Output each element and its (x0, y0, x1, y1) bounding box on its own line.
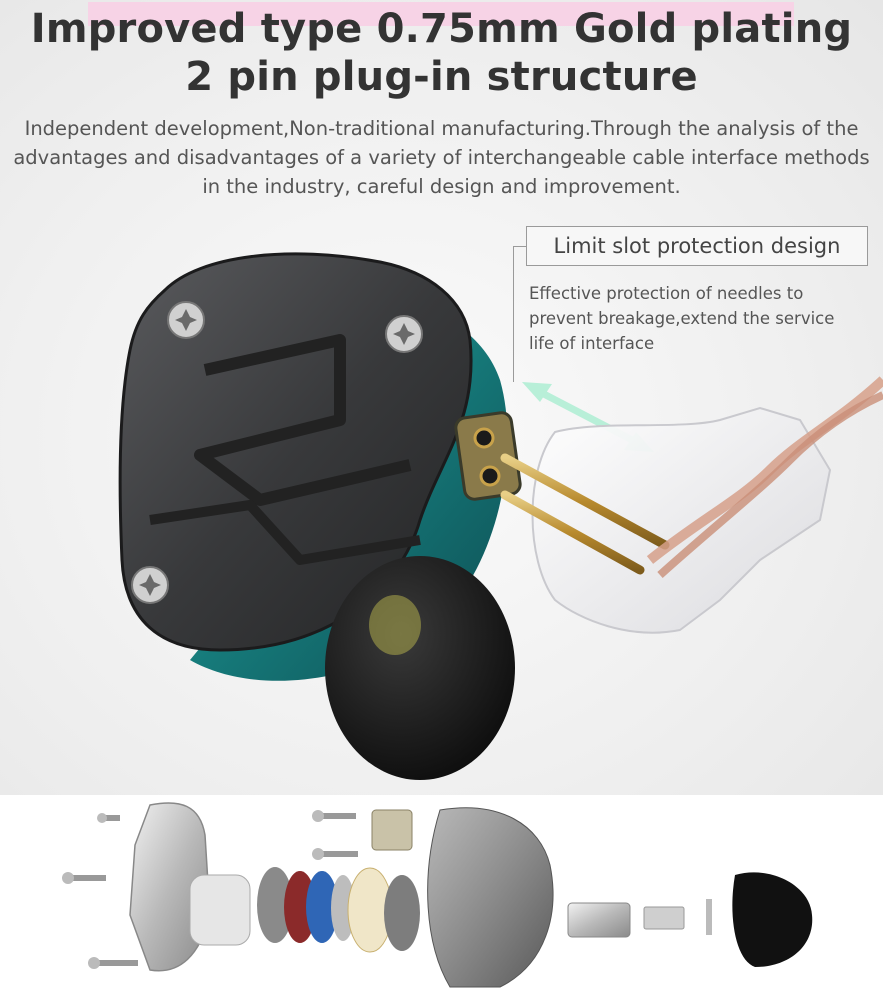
callout-title-box: Limit slot protection design (526, 226, 868, 266)
screw-icon (312, 810, 356, 822)
braided-cable (646, 376, 883, 578)
socket-part (371, 809, 413, 851)
exploded-view-section (0, 795, 883, 990)
headline-line-2: 2 pin plug-in structure (185, 54, 698, 100)
screw-icon (167, 301, 205, 339)
callout-leader-horizontal (513, 246, 526, 247)
filter-part (643, 906, 685, 930)
exploded-view-diagram (62, 802, 813, 988)
callout-description: Effective protection of needles to preve… (529, 284, 835, 353)
ear-tip-part (732, 872, 813, 967)
screw-icon (97, 813, 120, 823)
gold-pins (500, 453, 670, 575)
headline-line-1: Improved type 0.75mm Gold plating (30, 6, 853, 52)
faceplate-groove-lower (149, 500, 421, 565)
driver-disk (384, 875, 420, 951)
callout-leader-vertical (513, 246, 514, 382)
mesh-part (706, 899, 712, 935)
driver-disk (257, 867, 293, 943)
screw-icon (131, 566, 169, 604)
screw-icon (312, 848, 358, 860)
nozzle-part (567, 902, 631, 938)
screw-icon (385, 315, 423, 353)
faceplate-groove (194, 334, 412, 506)
intro-paragraph: Independent development,Non-traditional … (13, 117, 870, 198)
hero-section: Improved type 0.75mm Gold plating 2 pin … (0, 0, 883, 795)
mmcx-connector (531, 406, 832, 634)
two-pin-socket (454, 411, 522, 501)
screw-icon (62, 872, 106, 884)
earphone-illustration (118, 252, 883, 780)
shell-part (427, 807, 554, 988)
cavity-ring (189, 874, 251, 946)
callout-title: Limit slot protection design (553, 234, 841, 258)
screw-icon (88, 957, 138, 969)
driver-disk (284, 871, 316, 943)
driver-disk (306, 871, 338, 943)
ear-tip (325, 556, 515, 780)
headline-highlight (88, 2, 794, 26)
